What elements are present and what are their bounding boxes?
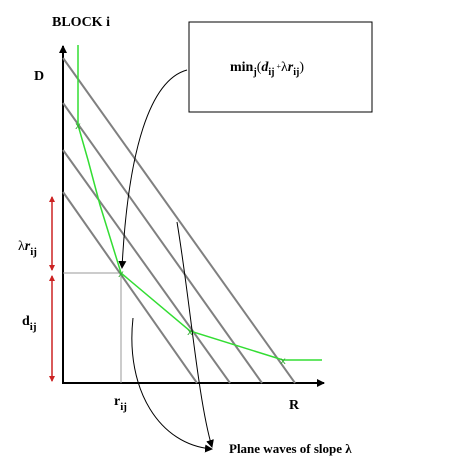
optimum-arrow <box>118 69 188 269</box>
plane-wave-lines <box>62 57 296 384</box>
curve-point-1: x <box>75 121 81 132</box>
plane-wave-line-3 <box>62 102 263 384</box>
formula-box <box>188 21 373 113</box>
curve-point-markers: x x x x <box>75 121 286 367</box>
plane-wave-arrow-2 <box>176 221 214 448</box>
lambda-r-label: λrij <box>18 239 37 258</box>
plane-wave-line-4 <box>62 57 296 384</box>
d-label: dij <box>22 314 37 333</box>
curve-point-4: x <box>280 356 286 367</box>
formula-text: minj(dij+λrij) <box>230 60 304 78</box>
plane-wave-line-2 <box>62 149 231 384</box>
plane-waves-label: Plane waves of slope λ <box>229 441 352 456</box>
y-axis-label: D <box>34 69 44 84</box>
r-tick-label: rij <box>114 394 127 413</box>
curve-point-3: x <box>187 327 193 338</box>
tradeoff-curve <box>77 45 322 361</box>
plane-wave-arrow-1 <box>131 317 213 453</box>
block-title: BLOCK i <box>52 15 110 30</box>
plane-wave-line-1 <box>62 191 198 384</box>
x-axis-label: R <box>289 398 300 413</box>
curve-point-optimum: x <box>118 269 124 280</box>
